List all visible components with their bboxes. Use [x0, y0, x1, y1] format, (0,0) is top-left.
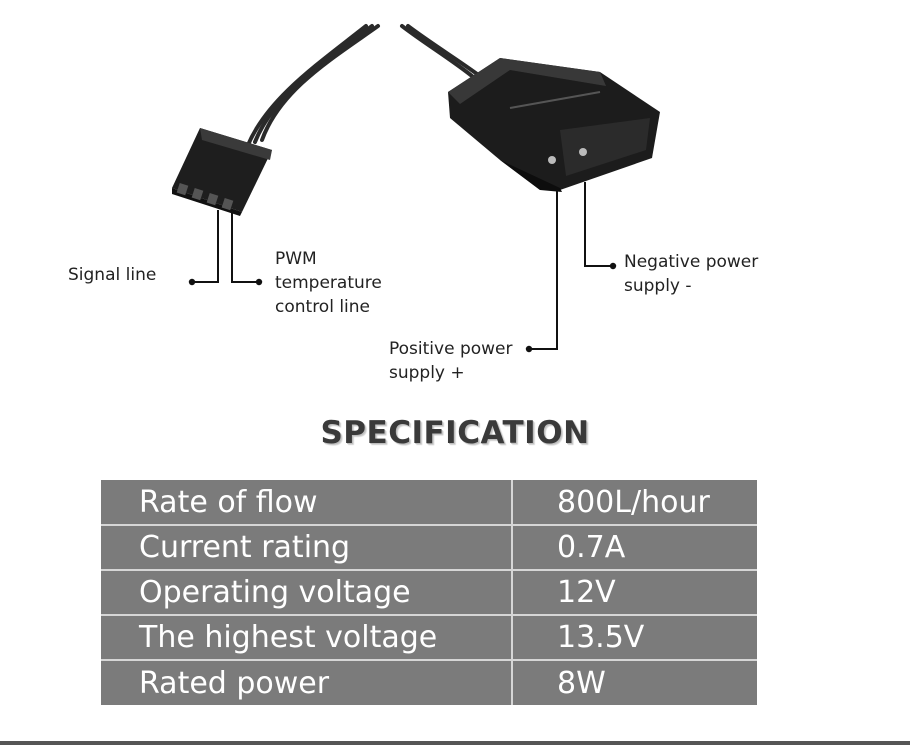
spec-value: 12V: [511, 570, 757, 616]
fan-connector-icon: [172, 128, 272, 216]
molex-connector-icon: [448, 58, 660, 192]
callout-pwm-line: PWM temperature control line: [275, 247, 382, 319]
spec-value: 800L/hour: [511, 480, 757, 526]
callout-pwm-line-2: temperature: [275, 273, 382, 293]
leader-dots: [188, 262, 617, 353]
callout-signal-line-text: Signal line: [68, 265, 157, 285]
callout-pwm-line-3: control line: [275, 297, 371, 317]
callout-negative-line-1: Negative power: [624, 252, 759, 272]
callout-positive-power: Positive power supply +: [389, 337, 512, 385]
callout-positive-line-1: Positive power: [389, 339, 513, 359]
leader-lines: [193, 182, 612, 350]
spec-table: Rate of flow 800L/hour Current rating 0.…: [101, 480, 757, 705]
spec-value: 0.7A: [511, 525, 757, 571]
connector-diagram: [172, 24, 660, 353]
spec-row: Rated power 8W: [101, 660, 757, 705]
spec-row: The highest voltage 13.5V: [101, 615, 757, 661]
bottom-divider: [0, 741, 910, 745]
spec-label: Rate of flow: [101, 480, 512, 526]
cable-bundle: [246, 24, 518, 147]
callout-signal-line: Signal line: [68, 263, 156, 287]
callout-positive-line-2: supply +: [389, 363, 465, 383]
spec-row: Operating voltage 12V: [101, 570, 757, 616]
callout-negative-power: Negative power supply -: [624, 250, 758, 298]
spec-label: The highest voltage: [101, 615, 512, 661]
spec-row: Rate of flow 800L/hour: [101, 480, 757, 526]
spec-label: Rated power: [139, 665, 330, 701]
spec-label: Operating voltage: [101, 570, 512, 616]
spec-row: Current rating 0.7A: [101, 525, 757, 571]
spec-value: 13.5V: [511, 615, 757, 661]
spec-label: Current rating: [101, 525, 512, 571]
callout-negative-line-2: supply -: [624, 276, 692, 296]
spec-value: 8W: [511, 660, 757, 705]
spec-title: SPECIFICATION: [320, 415, 590, 451]
callout-pwm-line-1: PWM: [275, 249, 317, 269]
